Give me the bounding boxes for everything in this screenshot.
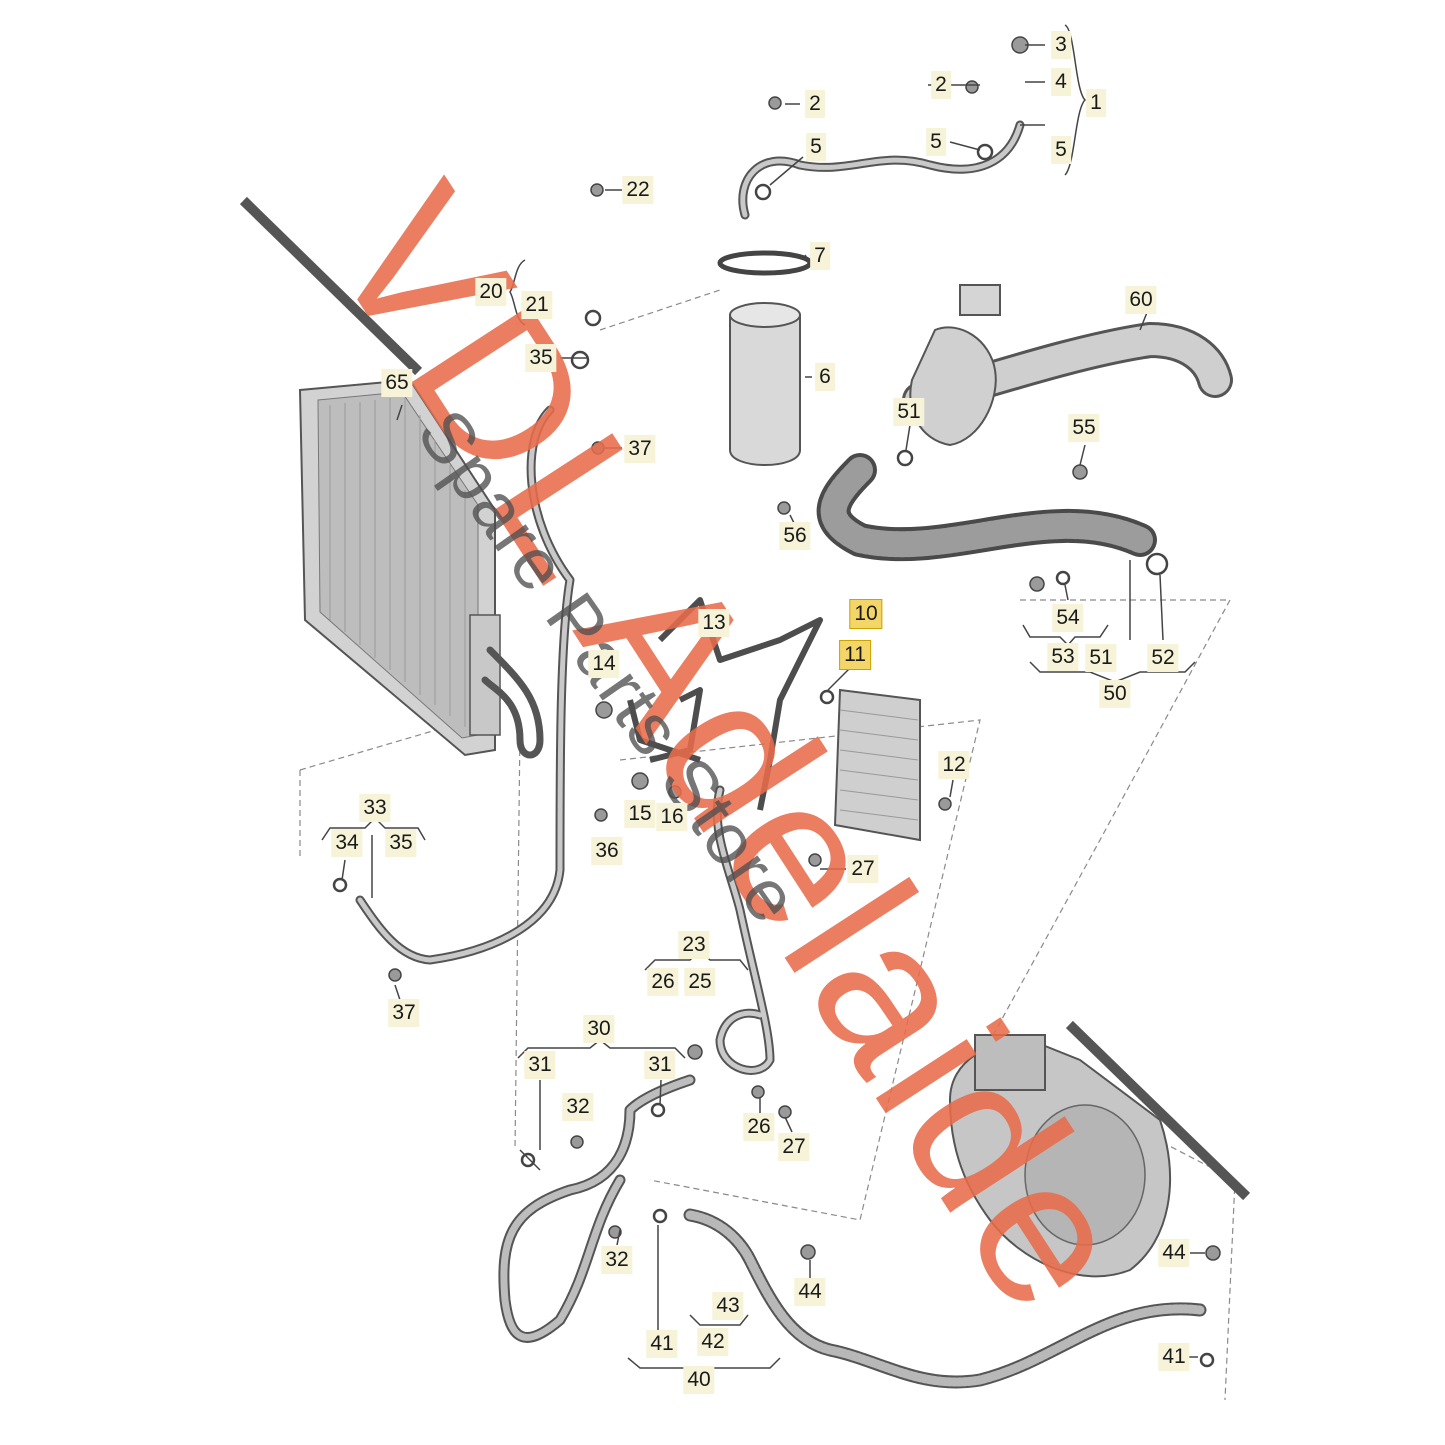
callout-label: 54 bbox=[1052, 604, 1084, 632]
callout-label: 53 bbox=[1047, 643, 1079, 671]
callout-label: 42 bbox=[697, 1328, 729, 1356]
callout-label: 40 bbox=[683, 1366, 715, 1394]
callout-label: 25 bbox=[684, 968, 716, 996]
callout-label: 5 bbox=[926, 128, 946, 156]
callout-label: 26 bbox=[743, 1113, 775, 1141]
callout-label: 44 bbox=[794, 1278, 826, 1306]
callout-label: 3 bbox=[1051, 31, 1071, 59]
callout-label: 15 bbox=[624, 800, 656, 828]
callout-label: 50 bbox=[1099, 680, 1131, 708]
electric-compressor bbox=[948, 1034, 1171, 1278]
callout-label: 27 bbox=[847, 855, 879, 883]
callout-label: 7 bbox=[810, 242, 830, 270]
callout-label: 22 bbox=[622, 176, 654, 204]
callout-label: 2 bbox=[805, 90, 825, 118]
callout-label: 36 bbox=[591, 837, 623, 865]
fasteners bbox=[388, 36, 1221, 1261]
callout-label: 60 bbox=[1125, 286, 1157, 314]
callout-label: 41 bbox=[1158, 1343, 1190, 1371]
callout-label: 20 bbox=[475, 278, 507, 306]
decorative-slashes bbox=[239, 196, 1251, 1201]
callout-label-highlighted: 10 bbox=[849, 599, 883, 629]
chiller bbox=[833, 688, 921, 842]
callout-label: 5 bbox=[1051, 136, 1071, 164]
callout-label: 52 bbox=[1147, 644, 1179, 672]
callout-label: 31 bbox=[644, 1051, 676, 1079]
callout-label: 34 bbox=[331, 829, 363, 857]
condenser-radiator bbox=[298, 378, 501, 757]
callout-label: 21 bbox=[521, 291, 553, 319]
callout-label: 43 bbox=[712, 1292, 744, 1320]
callout-label: 4 bbox=[1051, 68, 1071, 96]
callout-label: 56 bbox=[779, 522, 811, 550]
callout-label: 16 bbox=[656, 803, 688, 831]
callout-label: 23 bbox=[678, 931, 710, 959]
callout-label: 51 bbox=[893, 398, 925, 426]
callout-label: 35 bbox=[525, 344, 557, 372]
callout-label: 26 bbox=[647, 968, 679, 996]
callout-label: 51 bbox=[1085, 644, 1117, 672]
callout-label-highlighted: 11 bbox=[839, 640, 871, 670]
callout-label: 32 bbox=[562, 1093, 594, 1121]
callout-label: 12 bbox=[938, 751, 970, 779]
callout-label: 32 bbox=[601, 1246, 633, 1274]
leader-lines bbox=[341, 44, 1205, 1358]
receiver-drier bbox=[717, 250, 813, 466]
callout-label: 37 bbox=[624, 435, 656, 463]
callout-label: 35 bbox=[385, 829, 417, 857]
callout-label: 41 bbox=[646, 1330, 678, 1358]
callout-label: 30 bbox=[583, 1015, 615, 1043]
callout-label: 1 bbox=[1086, 89, 1106, 117]
callout-label: 2 bbox=[931, 71, 951, 99]
callout-label: 5 bbox=[806, 133, 826, 161]
callout-label: 31 bbox=[524, 1051, 556, 1079]
callout-label: 44 bbox=[1158, 1239, 1190, 1267]
callout-label: 65 bbox=[381, 369, 413, 397]
callout-label: 14 bbox=[588, 650, 620, 678]
o-rings bbox=[332, 143, 1215, 1368]
callout-label: 37 bbox=[388, 999, 420, 1027]
callout-label: 13 bbox=[698, 609, 730, 637]
callout-label: 55 bbox=[1068, 414, 1100, 442]
callout-label: 33 bbox=[359, 794, 391, 822]
callout-label: 27 bbox=[778, 1133, 810, 1161]
callout-label: 6 bbox=[815, 363, 835, 391]
